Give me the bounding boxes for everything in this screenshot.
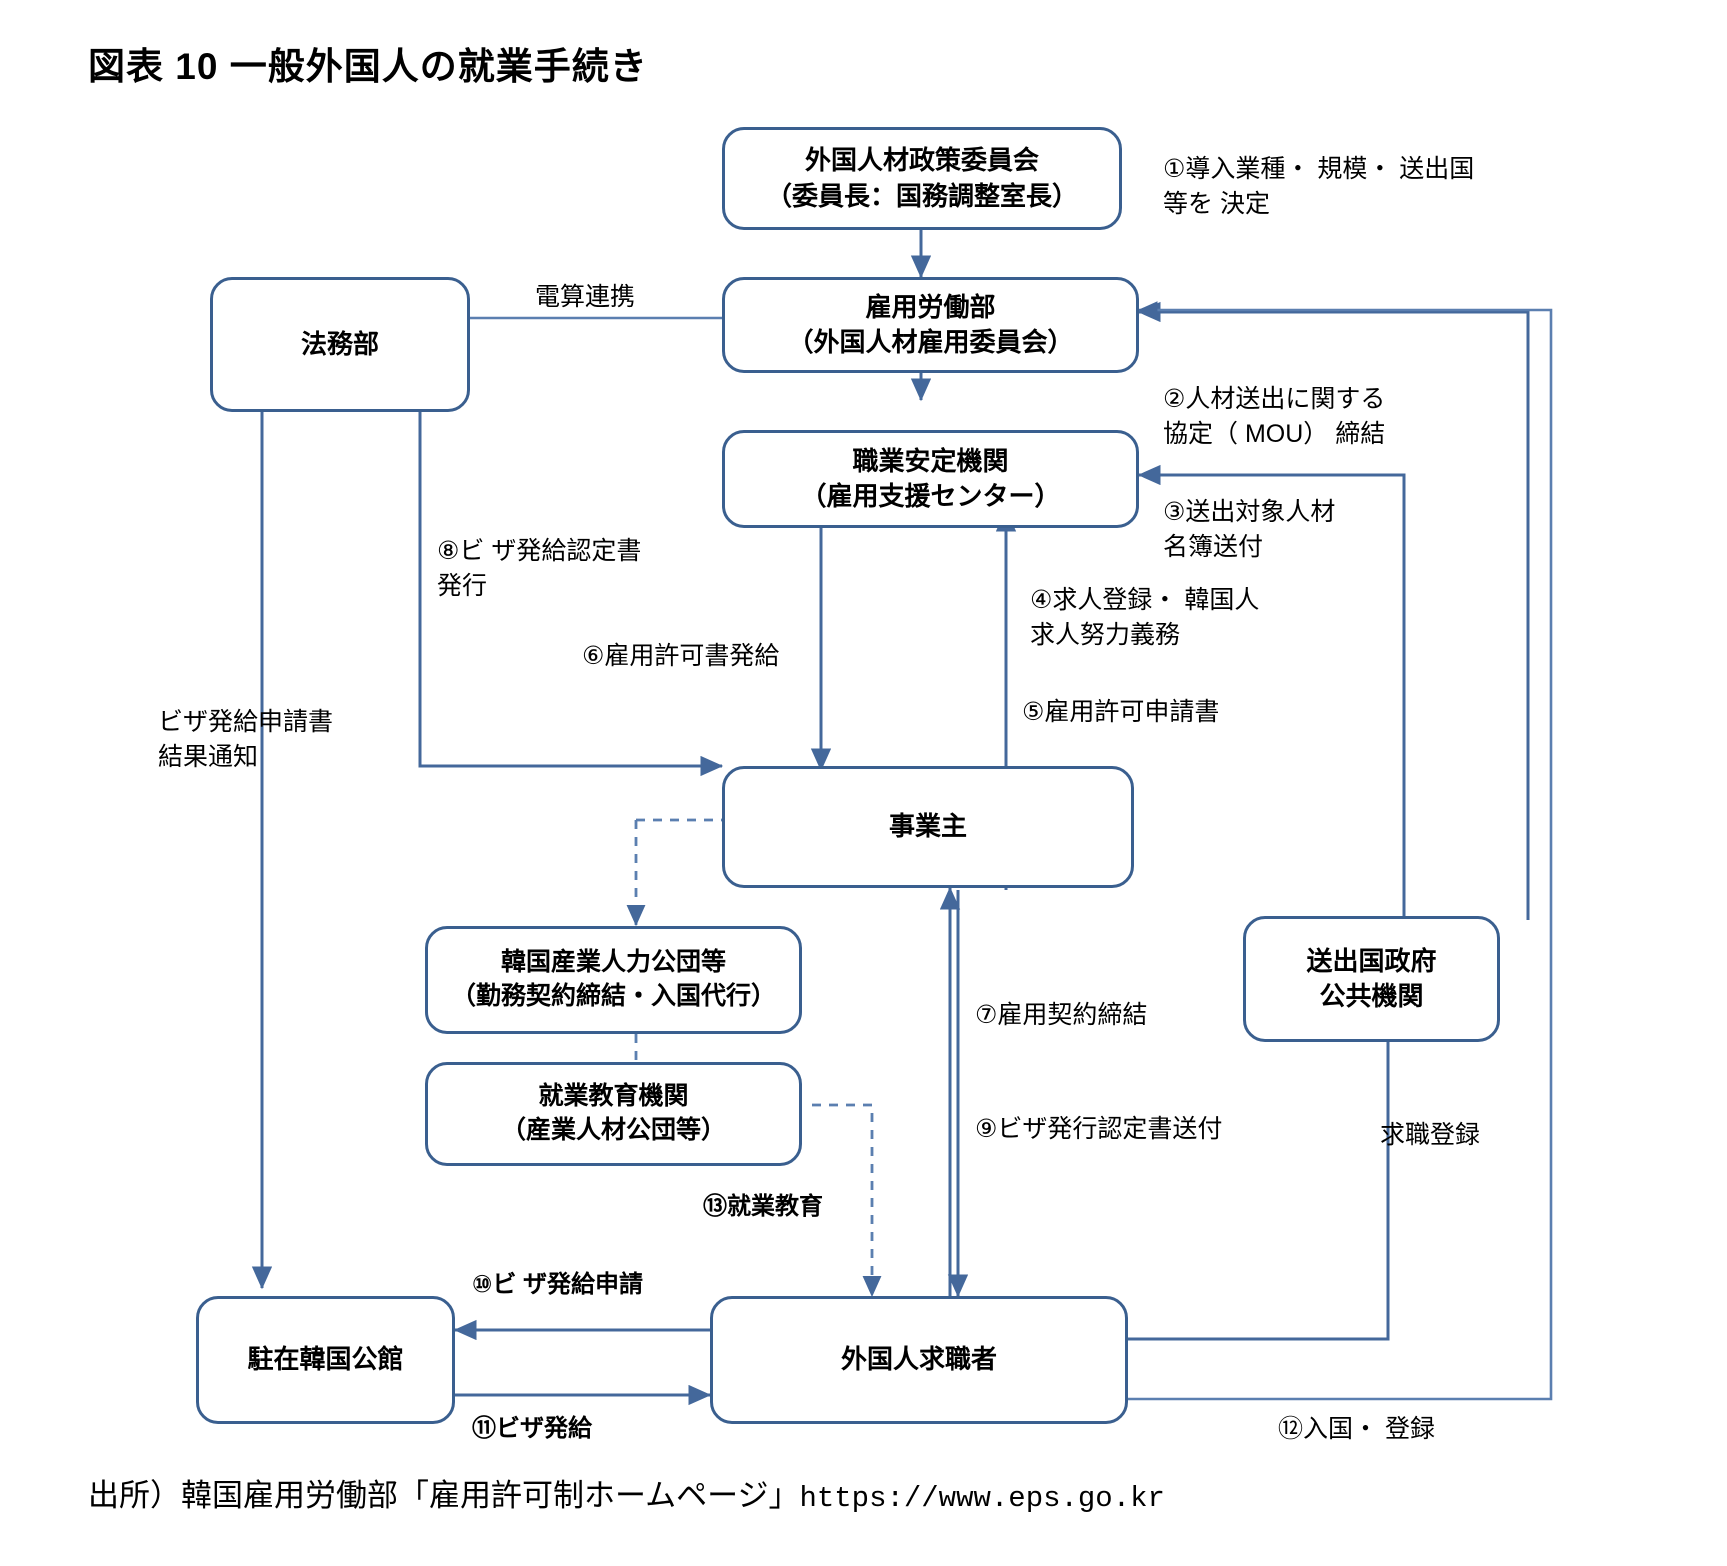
node-hrd-korea[interactable]: 韓国産業人力公団等 （勤務契約締結・入国代行） [425,926,802,1034]
node-ministry-labor-line1: 雇用労働部 [865,291,996,322]
node-policy-committee[interactable]: 外国人材政策委員会 （委員長：国務調整室長） [722,127,1122,230]
node-hrd-korea-line1: 韓国産業人力公団等 [500,948,726,977]
edge-label-step10: ⑩ビ ザ発給申請 [472,1271,643,1298]
edge-label-step1: ①導入業種・ 規模・ 送出国 等を 決定 [1163,155,1475,218]
edge-label-denzan: 電算連携 [535,283,636,311]
node-sending-gov[interactable]: 送出国政府 公共機関 [1243,916,1500,1042]
page-title: 図表 10 一般外国人の就業手続き [88,46,648,87]
node-employer-line1: 事業主 [888,811,967,842]
edge-label-step8: ⑧ビ ザ発給認定書 発行 [437,537,642,600]
edge-label-visa-result: ビザ発給申請書 結果通知 [158,708,334,771]
node-training-agency[interactable]: 就業教育機関 （産業人材公団等） [425,1062,802,1166]
edge-label-step13: ⑬就業教育 [703,1193,823,1220]
edge-label-step5: ⑤雇用許可申請書 [1022,698,1220,726]
source-note-url: https://www.eps.go.kr [799,1482,1165,1515]
node-policy-committee-line2: （委員長：国務調整室長） [765,180,1078,211]
node-ministry-justice[interactable]: 法務部 [210,277,470,412]
node-employer[interactable]: 事業主 [722,766,1134,888]
node-ministry-labor[interactable]: 雇用労働部 （外国人材雇用委員会） [722,277,1139,373]
edge-label-step12: ⑫入国・ 登録 [1278,1415,1435,1443]
edge-label-step3: ③送出対象人材 名簿送付 [1163,498,1336,561]
node-ministry-justice-line1: 法務部 [300,328,379,359]
node-hrd-korea-line2: （勤務契約締結・入国代行） [450,982,776,1010]
source-note: 出所）韓国雇用労働部「雇用許可制ホームページ」https://www.eps.g… [88,1470,1165,1515]
node-policy-committee-line1: 外国人材政策委員会 [804,145,1039,176]
edge-label-step2: ②人材送出に関する 協定（ MOU） 締結 [1163,385,1386,448]
source-note-text: 出所）韓国雇用労働部「雇用許可制ホームページ」 [88,1478,800,1513]
node-foreign-jobseeker[interactable]: 外国人求職者 [710,1296,1128,1424]
node-training-agency-line2: （産業人材公団等） [500,1116,726,1144]
node-employment-agency-line2: （雇用支援センター） [800,481,1061,511]
edge-label-step4: ④求人登録・ 韓国人 求人努力義務 [1030,586,1260,649]
node-ministry-labor-line2: （外国人材雇用委員会） [787,327,1074,357]
node-sending-gov-line1: 送出国政府 [1306,945,1437,976]
edge-label-job-register: 求職登録 [1380,1121,1481,1149]
node-foreign-jobseeker-line1: 外国人求職者 [840,1344,997,1375]
node-korean-embassy[interactable]: 駐在韓国公館 [196,1296,455,1424]
edge-label-step7: ⑦雇用契約締結 [975,1001,1148,1029]
node-employment-agency[interactable]: 職業安定機関 （雇用支援センター） [722,430,1139,528]
edge-label-step11: ⑪ビザ発給 [472,1415,592,1442]
node-employment-agency-line1: 職業安定機関 [852,445,1009,476]
node-korean-embassy-line1: 駐在韓国公館 [247,1344,404,1375]
node-sending-gov-line2: 公共機関 [1319,981,1424,1011]
edge-label-step9: ⑨ビザ発行認定書送付 [975,1115,1223,1143]
edge-label-step6: ⑥雇用許可書発給 [582,642,780,670]
node-training-agency-line1: 就業教育機関 [538,1082,689,1111]
